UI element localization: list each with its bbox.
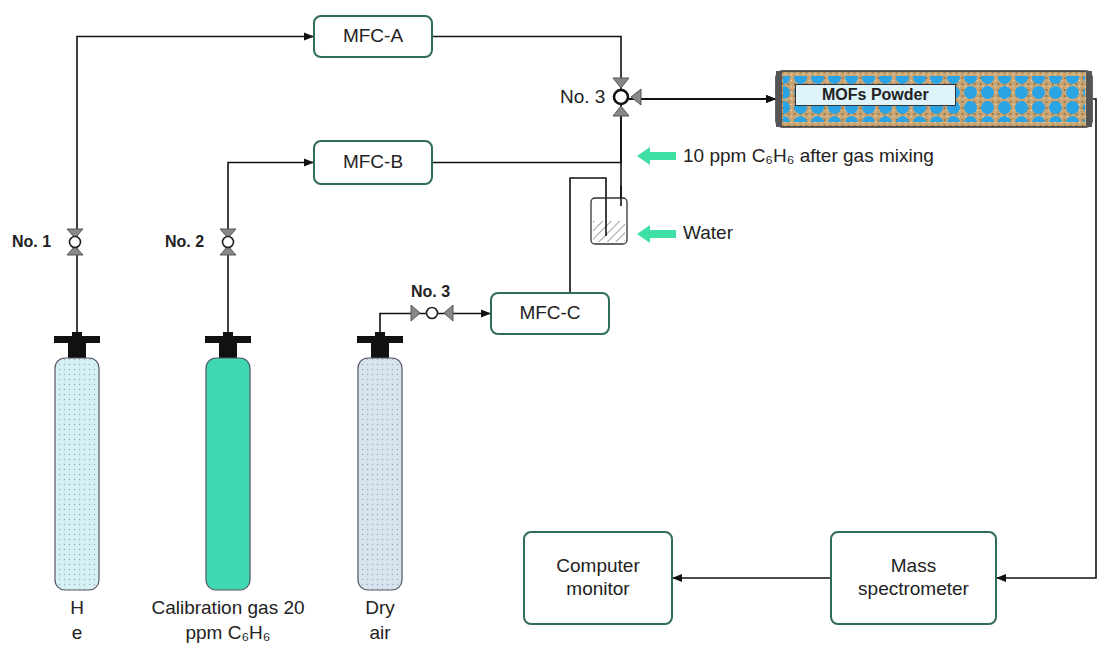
node-label: MFC-C	[519, 302, 580, 325]
node-label: Computer monitor	[542, 555, 654, 601]
gas-line	[997, 99, 1096, 578]
cylinder-shape	[52, 332, 102, 594]
gas-cylinder: Dry air	[355, 332, 405, 642]
valve-symbol	[220, 229, 236, 255]
mfc-box: MFC-A	[313, 15, 433, 58]
cylinder-label: Dry air	[357, 596, 403, 645]
adsorbent-tube: MOFs Powder	[775, 70, 1093, 128]
valve-symbol	[411, 305, 453, 321]
valve-symbol	[67, 229, 83, 255]
cylinder-shape	[203, 332, 253, 594]
annotation-text: 10 ppm C₆H₆ after gas mixing	[683, 145, 934, 167]
pointer-arrow	[637, 225, 676, 243]
valve-label: No. 3	[560, 86, 605, 108]
node-label: Mass spectrometer	[849, 555, 979, 601]
device-box: Computer monitor	[523, 531, 673, 625]
gas-cylinder: H e	[52, 332, 102, 642]
node-label: MFC-B	[343, 151, 403, 174]
gas-line	[673, 577, 830, 579]
gas-line	[77, 37, 313, 333]
mfc-box: MFC-C	[490, 292, 610, 335]
mfc-box: MFC-B	[313, 140, 433, 185]
valve-label: No. 3	[411, 283, 450, 301]
cylinder-shape	[355, 332, 405, 594]
gas-line	[570, 99, 775, 292]
valve-label: No. 2	[165, 233, 204, 251]
annotation-text: Water	[683, 222, 733, 244]
water-bubbler	[591, 186, 627, 244]
cylinder-label: Calibration gas 20 ppm C₆H₆	[143, 596, 313, 645]
gas-line	[228, 163, 313, 333]
node-label: MOFs Powder	[795, 84, 956, 106]
pointer-arrow	[637, 147, 676, 165]
four-way-valve	[613, 78, 641, 116]
gas-cylinder: Calibration gas 20 ppm C₆H₆	[203, 332, 253, 642]
node-label: MFC-A	[343, 25, 403, 48]
device-box: Mass spectrometer	[830, 531, 997, 625]
valve-label: No. 1	[12, 233, 51, 251]
cylinder-label: H e	[67, 596, 87, 645]
